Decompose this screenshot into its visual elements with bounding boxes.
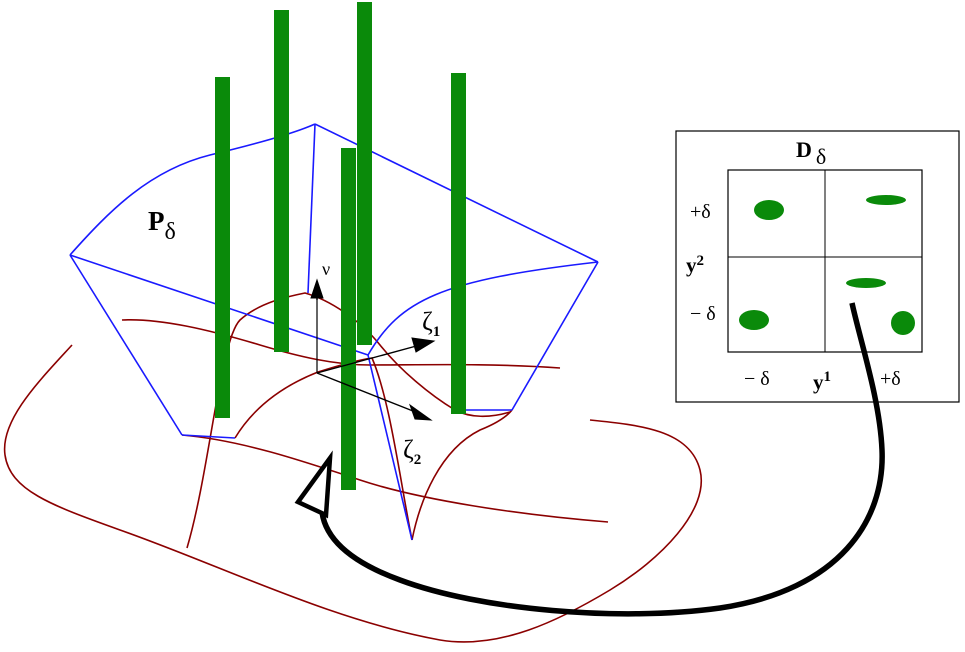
polytope-left-edge <box>69 254 183 436</box>
polytope-inner-edge-vertical <box>307 123 316 294</box>
mapping-arrow <box>294 302 885 617</box>
inset-y-minus: − δ <box>690 303 716 325</box>
rod-2 <box>274 10 289 352</box>
inset-x-plus: +δ <box>880 368 901 390</box>
surface-grid-line-1 <box>121 318 561 369</box>
zeta1-vector-arrowhead <box>411 337 436 353</box>
main-labels: Pδ ν ζ1 ζ2 <box>148 206 440 468</box>
polytope-right-edge <box>511 261 599 411</box>
nu-vector-arrowhead <box>310 278 324 299</box>
polytope-inner-edge-down <box>367 354 413 541</box>
surface-grid-line-4 <box>234 357 413 541</box>
label-p-delta: Pδ <box>148 206 176 245</box>
rods <box>215 2 466 490</box>
zeta2-vector-arrowhead <box>408 403 433 421</box>
zeta1-vector-line <box>316 344 421 374</box>
inset-y-axis-label: y2 <box>686 253 704 277</box>
polytope-inner-edge-right <box>367 261 599 356</box>
inset-frame <box>675 130 960 403</box>
surface-outline <box>3 344 703 643</box>
inset-blobs <box>739 195 915 335</box>
blob-bottom-right <box>891 311 915 335</box>
local-frame <box>310 278 436 421</box>
mapping-arrow-shaft <box>318 302 885 617</box>
mapping-arrow-head <box>294 450 333 519</box>
inset-y-plus: +δ <box>690 201 711 223</box>
label-zeta2: ζ2 <box>403 435 421 468</box>
zeta2-vector-line <box>316 372 419 414</box>
label-nu: ν <box>322 259 330 279</box>
blob-bottom-left <box>739 310 769 330</box>
inset-x-axis-label: y1 <box>813 369 831 394</box>
polytope-p-delta <box>69 123 599 541</box>
surface-grid-line-5 <box>411 409 513 541</box>
surface-grid-line-2 <box>181 434 609 523</box>
rod-1 <box>215 77 230 418</box>
blob-top-left <box>754 200 784 220</box>
blob-middle-right <box>846 278 886 288</box>
rod-5 <box>451 73 466 414</box>
inset-x-minus: − δ <box>744 368 770 390</box>
blob-top-right <box>866 195 906 205</box>
polytope-bottom-edge-left <box>181 434 236 439</box>
rod-3 <box>357 2 372 345</box>
rod-4 <box>341 148 356 490</box>
label-zeta1: ζ1 <box>422 307 440 340</box>
